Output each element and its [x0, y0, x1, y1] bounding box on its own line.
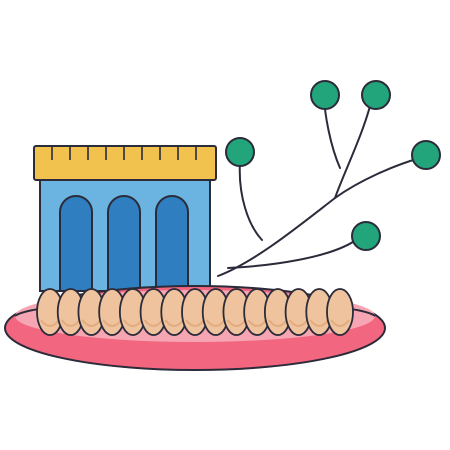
dumpling-shade	[185, 319, 205, 327]
dumpling-shade	[247, 319, 267, 327]
building-window	[59, 195, 93, 292]
branch-twig	[238, 161, 263, 241]
berry	[411, 140, 441, 170]
building-roof	[33, 145, 217, 181]
dumpling-shade	[40, 319, 60, 327]
roof-ticks	[51, 146, 197, 160]
building-window	[155, 195, 189, 292]
building-window	[107, 195, 141, 292]
dumpling-shade	[123, 319, 143, 327]
branch-twig	[227, 239, 357, 269]
dumpling-shade	[330, 319, 350, 327]
dumpling-shade	[268, 319, 288, 327]
dumpling-shade	[102, 319, 122, 327]
dumpling-shade	[309, 319, 330, 327]
branch-twig	[334, 97, 373, 199]
dumpling-shade	[164, 319, 185, 327]
dumpling-shade	[205, 319, 226, 327]
berry	[225, 137, 255, 167]
dumpling-shade	[60, 319, 81, 327]
berry	[310, 80, 340, 110]
berry	[361, 80, 391, 110]
building-icon	[33, 145, 217, 292]
dumpling-shade	[81, 319, 102, 327]
dumpling	[326, 288, 354, 336]
dumpling-shade	[226, 319, 247, 327]
dumpling-shade	[143, 319, 164, 327]
dumpling-shade	[288, 319, 309, 327]
berry-branch-icon	[217, 80, 441, 277]
dumplings-icon	[36, 288, 354, 336]
berry	[351, 221, 381, 251]
